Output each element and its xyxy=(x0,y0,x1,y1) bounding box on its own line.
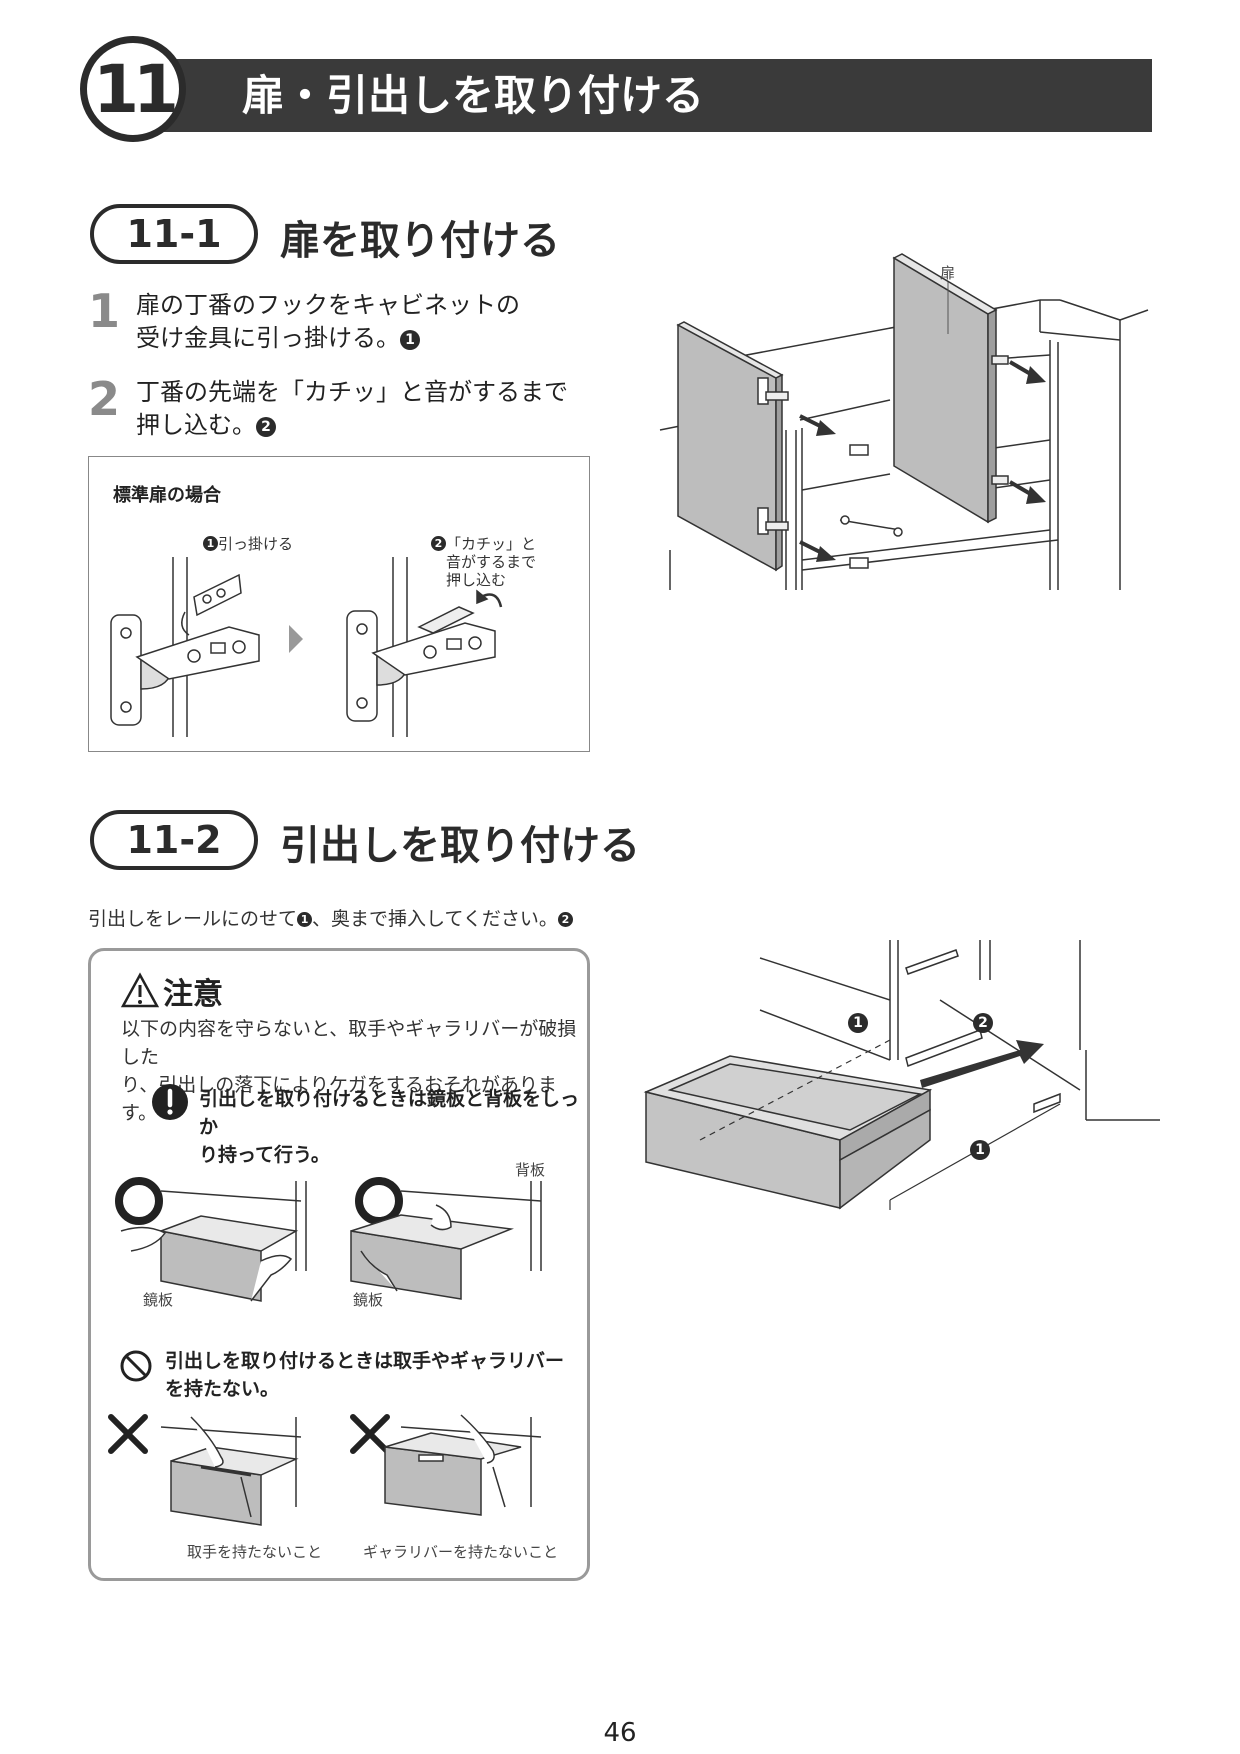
step-text-2: 丁番の先端を「カチッ」と音がするまで 押し込む。2 xyxy=(136,378,568,439)
page-number: 46 xyxy=(603,1718,637,1748)
warning-triangle-icon xyxy=(120,972,160,1008)
prohibited-icon xyxy=(120,1350,152,1382)
caution-text: 以下の内容を守らないと、取手やギャラリバーが破損した り、引出しの落下によりケガ… xyxy=(121,1018,577,1124)
standard-door-title: 標準扉の場合 xyxy=(113,485,221,506)
subsection-title-door: 扉を取り付ける xyxy=(280,218,560,264)
subsection-pill-11-1: 11-1 xyxy=(90,204,258,264)
caution-box: 注意 以下の内容を守らないと、取手やギャラリバーが破損した り、引出しの落下によ… xyxy=(88,948,590,1581)
section-header-bar: 扉・引出しを取り付ける xyxy=(150,59,1152,132)
drawer-badge-1-bottom: 1 xyxy=(970,1140,990,1160)
wrong-handling-illustration xyxy=(108,1414,542,1526)
correct-handling-illustration xyxy=(115,1177,542,1302)
kagami-label-1: 鏡板 xyxy=(143,1291,174,1309)
step-2-badge: 2 xyxy=(256,417,276,437)
section-number-circle: 11 xyxy=(80,36,186,142)
caution-rule-1: 引出しを取り付けるときは鏡板と背板をしっか り持って行う。 xyxy=(199,1088,580,1166)
hinge-diagram xyxy=(110,557,503,737)
step-number-2: 2 xyxy=(88,372,121,426)
drawer-badge-1-top: 1 xyxy=(848,1013,868,1033)
seita-label: 背板 xyxy=(515,1161,546,1179)
section-title: 扉・引出しを取り付ける xyxy=(242,71,705,120)
push-label: 2「カチッ」と 音がするまで 押し込む xyxy=(431,535,536,589)
caution-title: 注意 xyxy=(163,977,223,1012)
step-1-badge: 1 xyxy=(400,330,420,350)
step-number-1: 1 xyxy=(88,284,121,338)
drawer-insert-illustration xyxy=(643,940,1160,1210)
caption-no-gallery-bar: ギャラリバーを持たないこと xyxy=(363,1543,559,1561)
door-label: 扉 xyxy=(940,264,956,282)
subsection-pill-11-2: 11-2 xyxy=(90,810,258,870)
caution-rule-2: 引出しを取り付けるときは取手やギャラリバー を持たない。 xyxy=(165,1350,565,1400)
caption-no-handle: 取手を持たないこと xyxy=(187,1543,323,1561)
exclamation-icon xyxy=(152,1084,188,1120)
subsection-title-drawer: 引出しを取り付ける xyxy=(280,823,640,869)
drawer-badge-2: 2 xyxy=(973,1013,993,1033)
step-text-1: 扉の丁番のフックをキャビネットの 受け金具に引っ掛ける。1 xyxy=(136,291,520,352)
door-cabinet-illustration xyxy=(659,253,1149,590)
kagami-label-2: 鏡板 xyxy=(353,1291,384,1309)
